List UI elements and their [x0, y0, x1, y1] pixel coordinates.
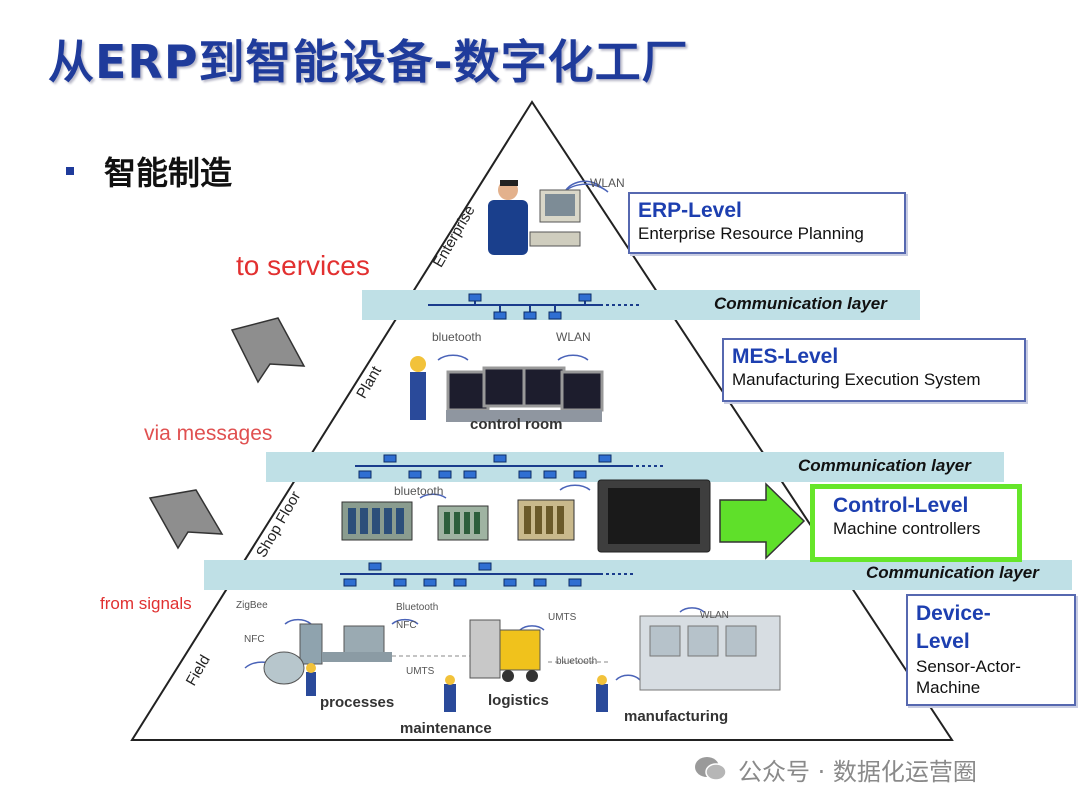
watermark-text: 公众号 · 数据化运营圈 — [738, 758, 977, 786]
bullet-text: 智能制造 — [104, 154, 233, 192]
wireless-label-umts-top: UMTS — [548, 612, 577, 623]
caption-logistics: logistics — [488, 692, 549, 709]
field-logistics-illustration — [392, 619, 610, 712]
wireless-label-bluetooth-field: Bluetooth — [396, 602, 439, 613]
plc-controllers-illustration — [341, 479, 711, 553]
left-flow-shapes — [148, 317, 306, 550]
wechat-icon — [695, 757, 727, 781]
label-via-messages: via messages — [144, 422, 273, 445]
label-from-signals: from signals — [100, 594, 192, 613]
wireless-label-wlan-enterprise: WLAN — [590, 176, 625, 190]
control-room-illustration — [410, 356, 604, 422]
wireless-label-bluetooth-plant: bluetooth — [432, 330, 482, 344]
field-manufacturing-illustration — [596, 615, 781, 712]
device-level-title-1: Device- — [916, 602, 991, 625]
page-title: 从ERP到智能设备-数字化工厂 — [48, 35, 689, 89]
field-processes-illustration — [263, 623, 392, 696]
bullet-item: 智能制造 — [66, 148, 232, 194]
control-level-title: Control-Level — [833, 494, 969, 517]
mes-level-subtitle: Manufacturing Execution System — [732, 370, 981, 389]
network-nodes-2 — [358, 454, 612, 479]
wireless-label-zigbee: ZigBee — [236, 600, 268, 611]
control-level-box: Control-Level Machine controllers — [810, 484, 1022, 562]
bullet-square-icon — [66, 167, 74, 175]
erp-level-subtitle: Enterprise Resource Planning — [638, 224, 864, 243]
caption-processes: processes — [320, 694, 395, 711]
caption-manufacturing: manufacturing — [624, 708, 729, 725]
wireless-label-nfc-right: NFC — [396, 620, 417, 631]
caption-control-room: control room — [470, 416, 563, 433]
comm-layer-label-1: Communication layer — [714, 294, 887, 313]
device-level-box: Device- Level Sensor-Actor- Machine — [906, 594, 1076, 706]
wireless-label-wlan-field: WLAN — [700, 610, 729, 621]
wireless-label-bluetooth-logistics: bluetooth — [556, 656, 598, 667]
label-to-services: to services — [236, 250, 370, 281]
wireless-label-umts-bottom: UMTS — [406, 666, 435, 677]
erp-level-box: ERP-Level Enterprise Resource Planning — [628, 192, 906, 254]
comm-layer-label-2: Communication layer — [798, 456, 971, 475]
comm-layer-label-3: Communication layer — [866, 563, 1039, 582]
network-nodes-1 — [468, 293, 592, 320]
erp-level-title: ERP-Level — [638, 199, 742, 222]
wireless-label-nfc-left: NFC — [244, 634, 265, 645]
mes-level-box: MES-Level Manufacturing Execution System — [722, 338, 1026, 402]
wireless-label-bluetooth-shop: bluetooth — [394, 484, 444, 498]
pyramid-outline — [130, 100, 954, 741]
device-level-sub-1: Sensor-Actor- — [916, 657, 1021, 676]
network-nodes-3 — [343, 562, 582, 587]
wireless-label-wlan-plant: WLAN — [556, 330, 591, 344]
green-arrow-icon — [719, 482, 806, 560]
device-level-title-2: Level — [916, 630, 970, 653]
enterprise-worker-illustration — [488, 180, 581, 255]
device-level-sub-2: Machine — [916, 678, 981, 697]
mes-level-title: MES-Level — [732, 345, 839, 368]
control-level-subtitle: Machine controllers — [833, 519, 981, 538]
caption-maintenance: maintenance — [400, 720, 492, 737]
